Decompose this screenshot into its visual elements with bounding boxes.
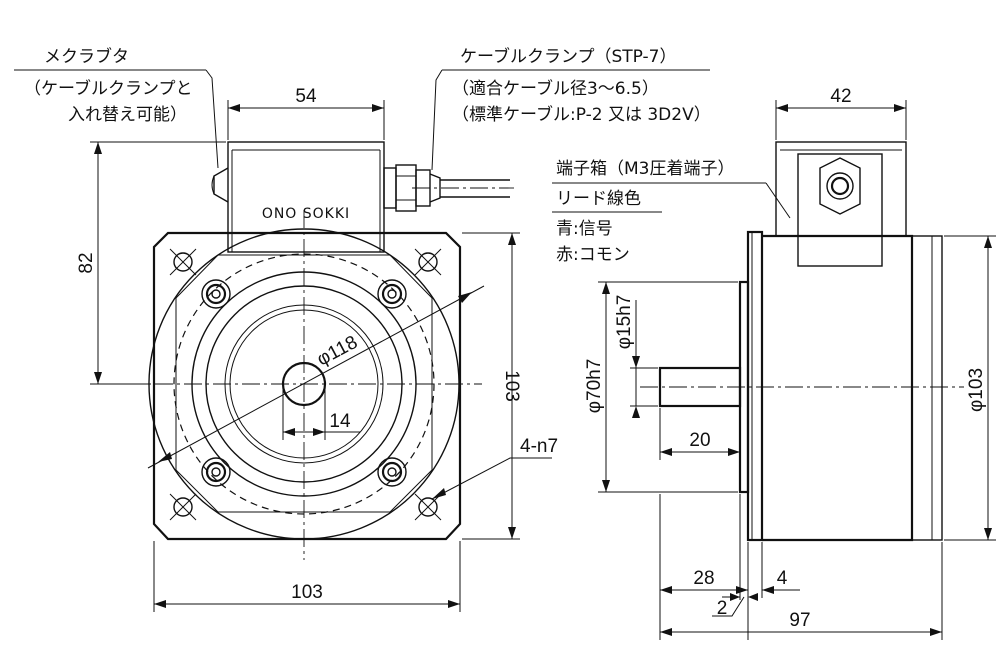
dim-body-dia: φ103 xyxy=(966,368,987,412)
dim-shaft-dia: φ15h7 xyxy=(614,295,635,350)
corner-holes xyxy=(169,248,442,521)
side-flange xyxy=(746,230,764,542)
blind-cap-label: メクラブタ xyxy=(44,46,129,67)
front-labels: 54 82 φ118 14 103 103 4-n7 メクラブタ （ケーブルクラ… xyxy=(14,46,711,603)
front-dimensions xyxy=(90,100,520,612)
dim-total-len: 97 xyxy=(789,610,810,631)
side-view xyxy=(640,141,964,542)
lead-color-label: リード線色 xyxy=(556,189,641,209)
blind-cap-note-1: （ケーブルクランプと xyxy=(24,78,192,99)
side-body xyxy=(762,234,914,542)
dim-pcd: φ118 xyxy=(314,332,361,371)
dim-pilot-dia: φ70h7 xyxy=(584,359,605,414)
side-terminal-box xyxy=(775,141,907,267)
dim-holes: 4-n7 xyxy=(520,436,558,457)
cable-clamp-note-2: （標準ケーブル:P-2 又は 3D2V） xyxy=(452,104,711,125)
brand-label: ONO SOKKI xyxy=(262,206,350,222)
blind-cap-note-2: 入れ替え可能） xyxy=(68,105,187,125)
mounting-screws xyxy=(201,279,407,487)
dim-flange-height: 103 xyxy=(501,370,522,402)
lead-blue-label: 青:信号 xyxy=(556,219,613,239)
dim-height: 82 xyxy=(76,252,97,273)
front-view: ONO SOKKI xyxy=(126,141,552,560)
dim-shaft-len: 20 xyxy=(689,430,710,451)
front-terminal-box: ONO SOKKI xyxy=(227,141,385,253)
dim-flange-width: 103 xyxy=(291,582,323,603)
cable-clamp xyxy=(383,164,514,212)
dim-gap: 2 xyxy=(717,598,728,619)
dim-box-width: 54 xyxy=(295,86,317,107)
side-labels: 42 端子箱（M3圧着端子） リード線色 青:信号 赤:コモン φ15h7 φ7… xyxy=(552,86,987,631)
terminal-box-label: 端子箱（M3圧着端子） xyxy=(556,159,734,179)
dim-shaft-offset: 14 xyxy=(329,411,351,432)
side-dimensions xyxy=(598,100,996,640)
dim-flange-thk: 4 xyxy=(777,568,788,589)
dim-side-box-width: 42 xyxy=(830,86,851,107)
dim-pilot-len: 28 xyxy=(693,568,714,589)
cable-clamp-note-1: （適合ケーブル径3〜6.5） xyxy=(452,78,659,99)
front-flange xyxy=(152,231,462,541)
blind-cap xyxy=(213,167,229,203)
lead-red-label: 赤:コモン xyxy=(556,245,630,265)
cable-clamp-label: ケーブルクランプ（STP-7） xyxy=(460,46,676,67)
